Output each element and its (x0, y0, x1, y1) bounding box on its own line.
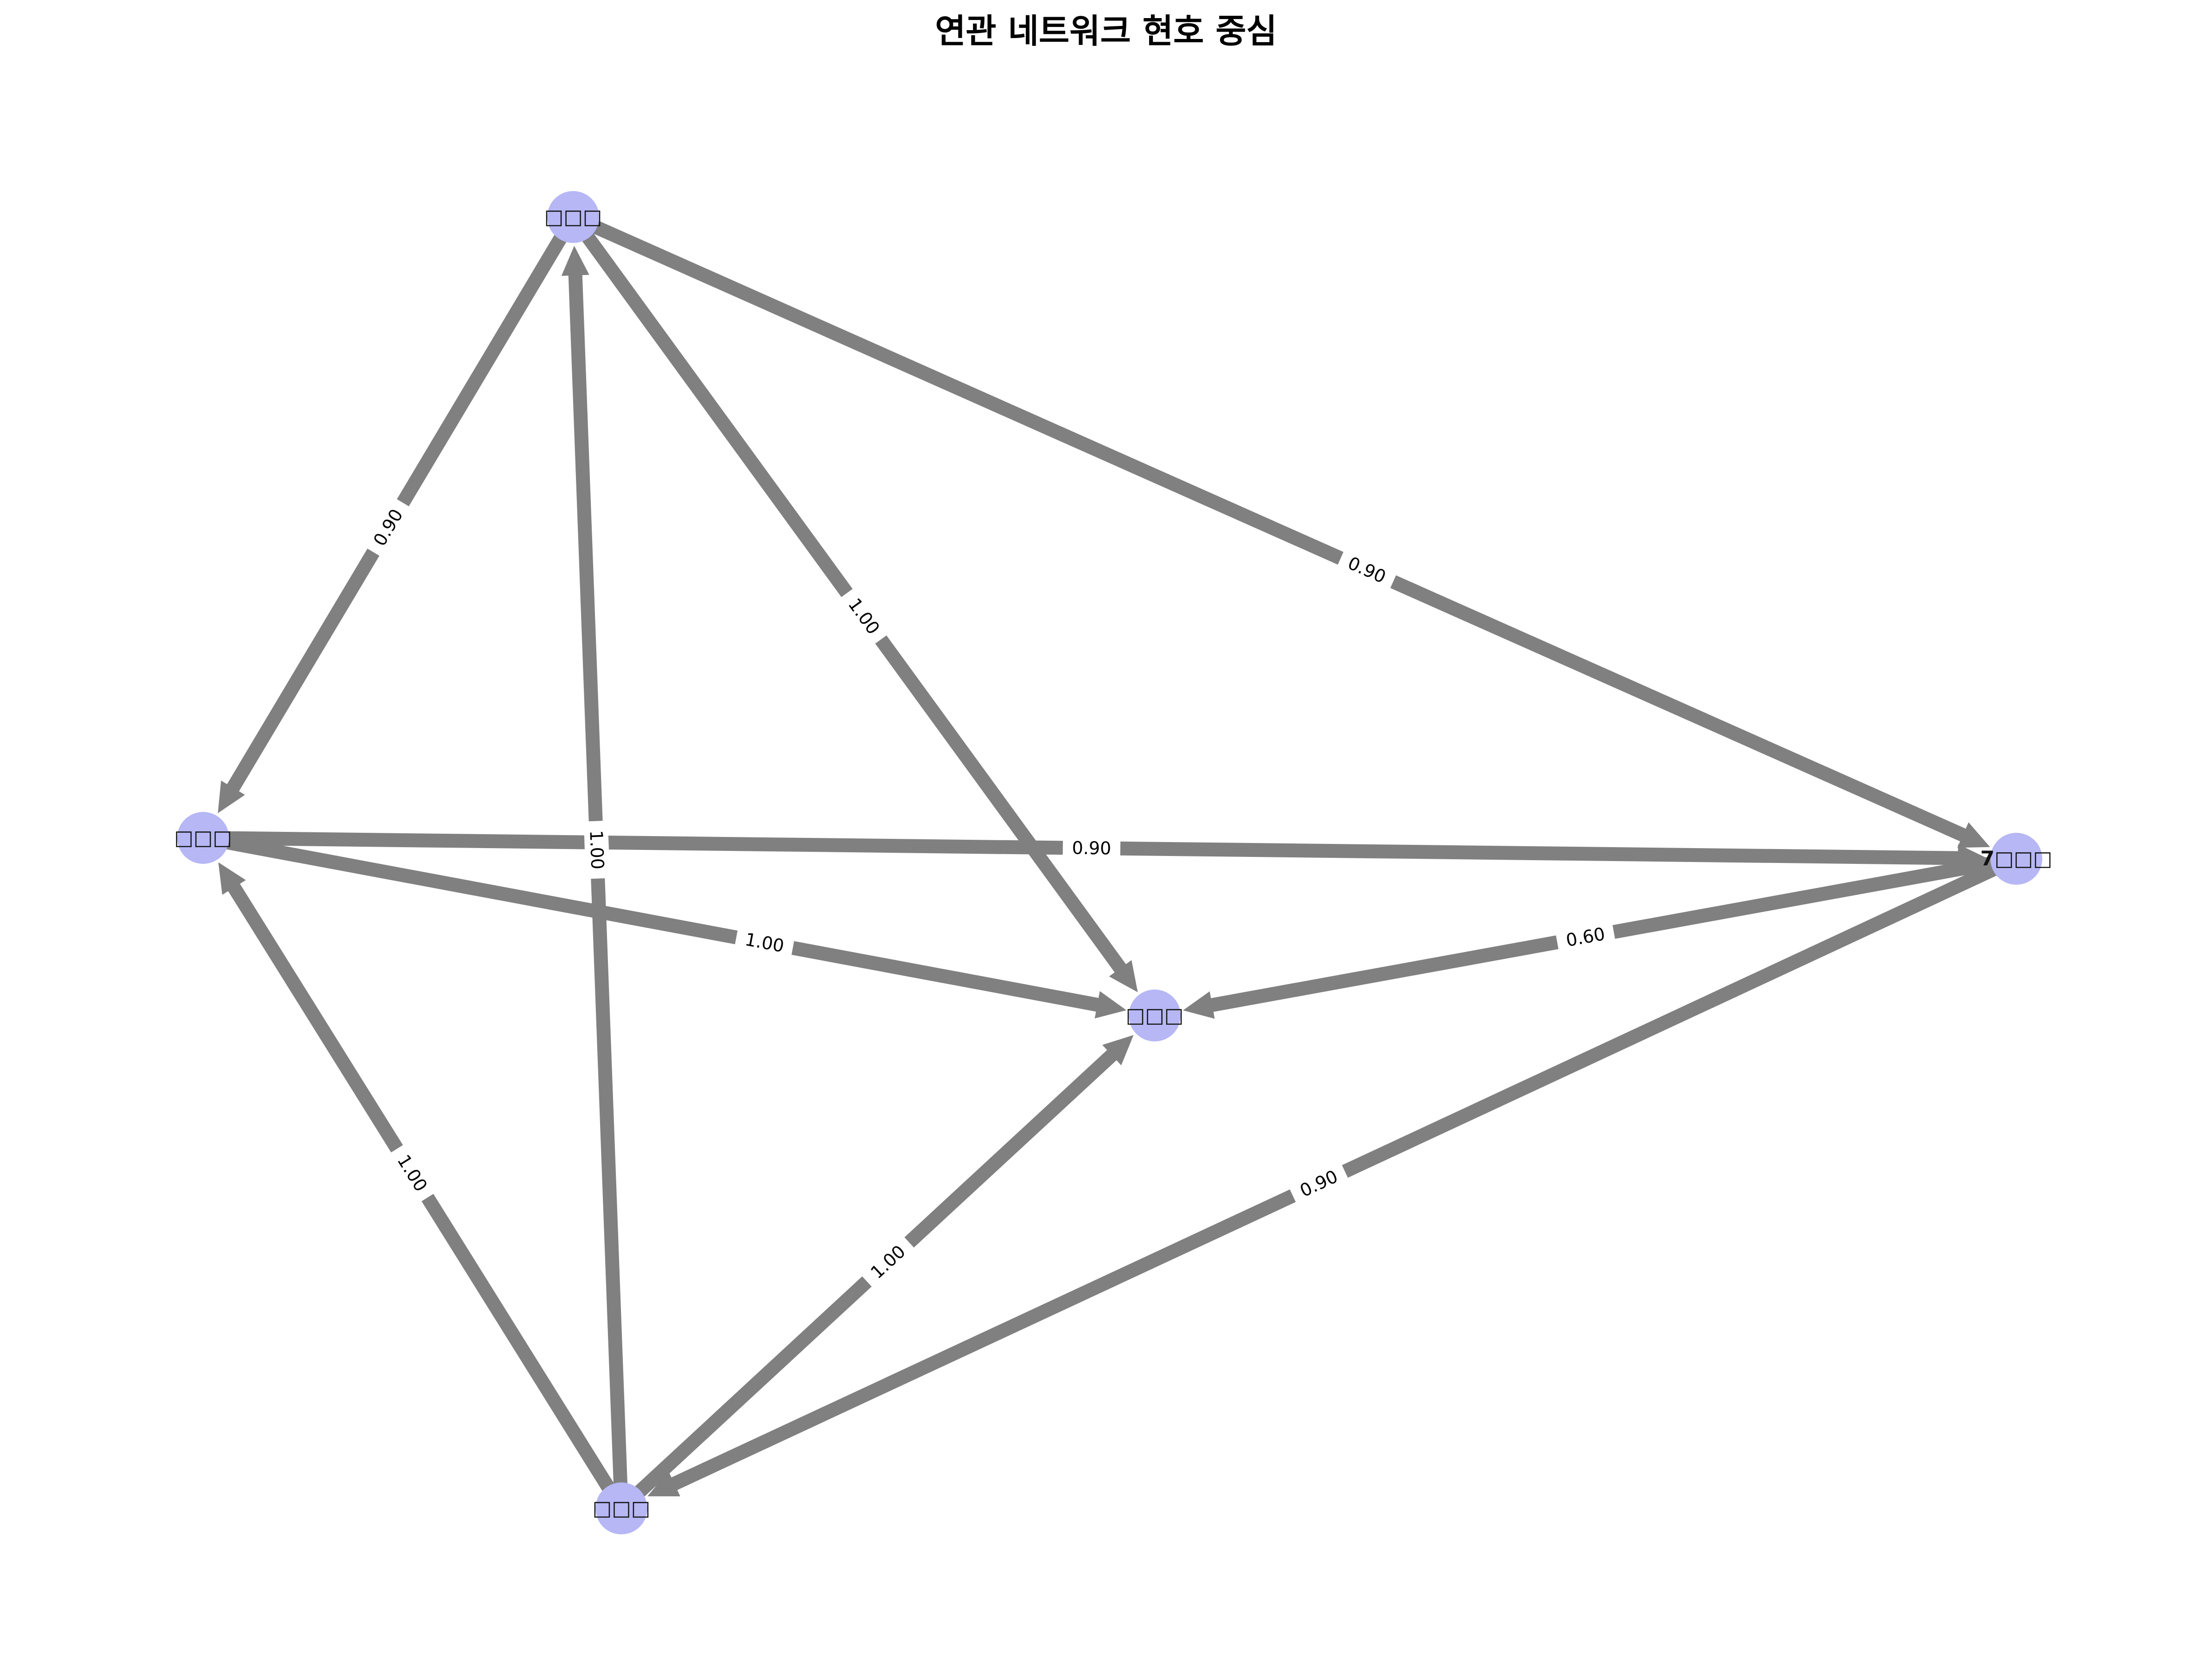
arrowhead-icon (1183, 991, 1215, 1019)
edge-label-background (1555, 920, 1616, 954)
node-circle (547, 191, 599, 243)
edge-label: 0.90 (1337, 549, 1397, 591)
edge-line (568, 273, 628, 1501)
edge-label-background (364, 498, 412, 557)
edge-label: 1.00 (388, 1144, 436, 1202)
edge-label: 1.00 (735, 926, 794, 959)
node-label: □□□ (174, 826, 232, 850)
edge-n1-n3 (577, 214, 1990, 848)
edges-layer (209, 214, 2013, 1508)
edge-label-background (839, 588, 889, 645)
edge-line (209, 832, 1100, 1012)
edge-label-background (1289, 1162, 1349, 1205)
chart-title: 연관 네트워크 현호 중심 (935, 12, 1277, 51)
arrowhead-icon (561, 245, 589, 276)
edge-n2-n4 (209, 832, 1127, 1019)
arrowhead-icon (647, 1471, 680, 1496)
arrowhead-icon (1102, 1035, 1134, 1066)
node-label: □□□ (593, 1497, 651, 1520)
edge-label: 1.00 (584, 821, 610, 879)
nodes-layer: □□□ □□□ 7□□□ □□□ □□□ (174, 191, 2052, 1534)
edge-label: 1.00 (839, 588, 889, 645)
edge-label-background (735, 926, 794, 959)
node-n4: □□□ (1126, 990, 1184, 1041)
edge-weight-text: 0.90 (1072, 838, 1111, 859)
arrowhead-icon (1094, 991, 1127, 1019)
edge-label-background (1337, 549, 1397, 591)
arrowhead-icon (1109, 960, 1138, 992)
edge-label: 0.90 (364, 498, 412, 557)
edge-label-background (1062, 836, 1121, 861)
node-label: 7□□□ (1980, 847, 2052, 871)
edge-label: 0.90 (1062, 836, 1121, 861)
edge-label: 0.90 (1289, 1162, 1349, 1205)
node-circle (177, 812, 229, 864)
node-n5: □□□ (593, 1482, 651, 1534)
node-label: □□□ (1126, 1004, 1184, 1028)
edge-label-background (584, 821, 610, 879)
node-circle (1129, 990, 1181, 1041)
edge-label: 0.60 (1555, 920, 1616, 954)
edge-label: 1.00 (860, 1235, 916, 1289)
node-n2: □□□ (174, 812, 232, 864)
arrowhead-icon (217, 780, 245, 813)
edge-line (577, 214, 1968, 843)
edge-weight-text: 1.00 (586, 830, 607, 870)
edge-n5-n1 (561, 245, 628, 1501)
arrowhead-icon (1957, 822, 1990, 848)
node-label: □□□ (544, 205, 602, 229)
node-n3: 7□□□ (1980, 833, 2052, 885)
arrowhead-icon (218, 862, 246, 895)
edge-label-background (860, 1235, 916, 1289)
node-n1: □□□ (544, 191, 602, 243)
edge-weight-text: 1.00 (743, 929, 786, 957)
node-circle (595, 1482, 647, 1534)
edge-label-background (388, 1144, 436, 1202)
node-circle (1990, 833, 2042, 885)
